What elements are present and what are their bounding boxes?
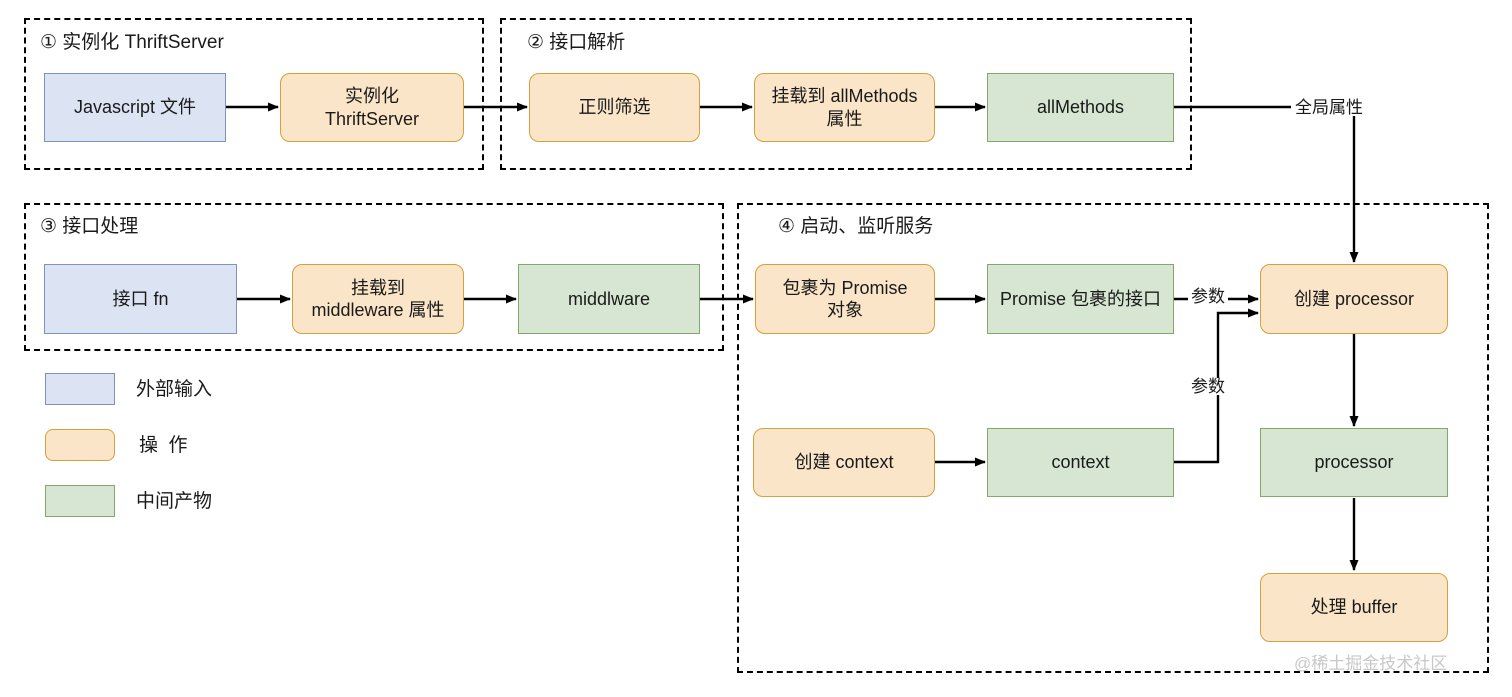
legend-label-external-input: 外部输入 (136, 379, 213, 400)
group-box-3 (24, 203, 724, 351)
node-regex-filter[interactable]: 正则筛选 (529, 73, 700, 142)
edge-label-param-bottom: 参数 (1188, 378, 1228, 395)
edge-label-global-attribute: 全局属性 (1291, 99, 1367, 116)
node-wrap-as-promise[interactable]: 包裹为 Promise 对象 (755, 264, 935, 334)
node-middlware[interactable]: middlware (518, 264, 700, 334)
node-mount-allmethods[interactable]: 挂载到 allMethods 属性 (754, 73, 935, 142)
group-title-2: ② 接口解析 (527, 32, 626, 53)
node-javascript-file[interactable]: Javascript 文件 (44, 73, 226, 142)
node-interface-fn[interactable]: 接口 fn (44, 264, 237, 334)
node-promise-wrapped-interface[interactable]: Promise 包裹的接口 (987, 264, 1174, 334)
node-context[interactable]: context (987, 428, 1174, 497)
legend-swatch-external-input (45, 373, 115, 405)
legend-swatch-intermediate (45, 485, 115, 517)
legend-label-intermediate: 中间产物 (136, 491, 213, 512)
node-create-context[interactable]: 创建 context (753, 428, 935, 497)
node-allmethods[interactable]: allMethods (987, 73, 1174, 142)
legend-swatch-operation (45, 429, 115, 461)
node-processor[interactable]: processor (1260, 428, 1448, 497)
watermark: @稀土掘金技术社区 (1294, 654, 1448, 673)
node-create-processor[interactable]: 创建 processor (1260, 264, 1448, 334)
group-box-1 (24, 18, 484, 170)
legend-label-operation: 操 作 (139, 435, 188, 456)
node-instantiate-thriftserver[interactable]: 实例化 ThriftServer (280, 73, 464, 142)
edge-label-param-top: 参数 (1188, 288, 1228, 305)
group-box-4 (737, 203, 1489, 673)
group-title-4: ④ 启动、监听服务 (778, 216, 934, 237)
node-handle-buffer[interactable]: 处理 buffer (1260, 573, 1448, 642)
node-mount-middleware[interactable]: 挂载到 middleware 属性 (292, 264, 464, 334)
group-box-2 (500, 18, 1192, 170)
group-title-3: ③ 接口处理 (40, 216, 139, 237)
group-title-1: ① 实例化 ThriftServer (40, 32, 224, 53)
